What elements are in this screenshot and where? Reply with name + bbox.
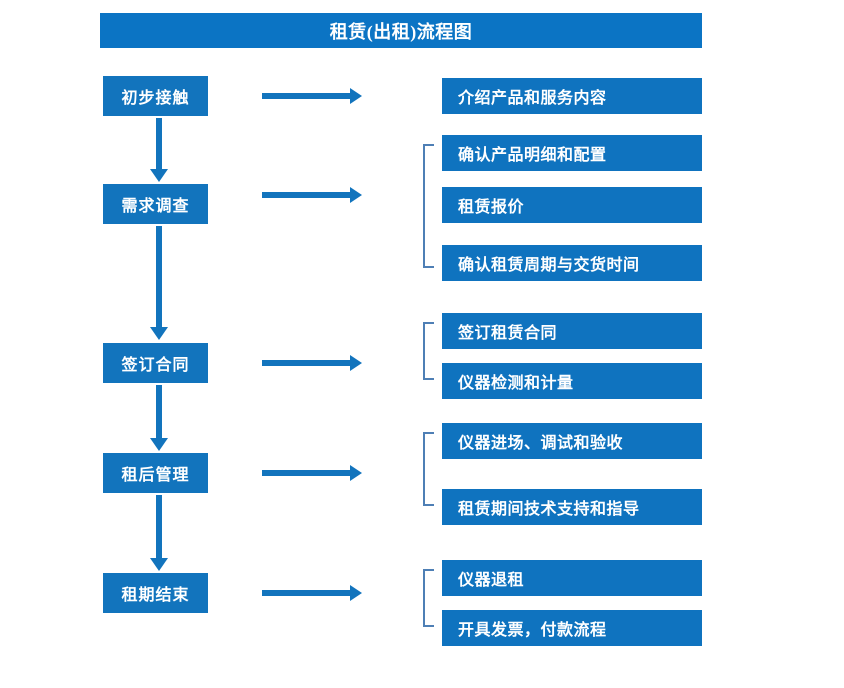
- detail-label: 签订租赁合同: [458, 325, 558, 342]
- flow-arrow-down-2: [150, 226, 168, 340]
- stage-label: 需求调查: [121, 198, 190, 215]
- group-bracket-lease-end: [423, 569, 434, 627]
- group-bracket-post-rental-management: [423, 432, 434, 506]
- arrow-head-icon: [350, 585, 362, 601]
- stage-box-demand-survey[interactable]: 需求调查: [103, 184, 208, 224]
- detail-box-demand-survey-2[interactable]: 租赁报价: [442, 187, 702, 223]
- detail-label: 租赁期间技术支持和指导: [458, 501, 640, 518]
- arrow-head-icon: [350, 465, 362, 481]
- arrow-shaft: [156, 118, 162, 170]
- detail-box-lease-end-1[interactable]: 仪器退租: [442, 560, 702, 596]
- arrow-shaft: [156, 385, 162, 439]
- flow-arrow-down-4: [150, 495, 168, 571]
- detail-label: 仪器退租: [458, 572, 525, 589]
- stage-label: 签订合同: [121, 357, 190, 374]
- stage-box-lease-end[interactable]: 租期结束: [103, 573, 208, 613]
- arrow-head-icon: [150, 169, 168, 182]
- detail-box-sign-contract-2[interactable]: 仪器检测和计量: [442, 363, 702, 399]
- detail-label: 确认租赁周期与交货时间: [458, 257, 640, 274]
- flow-arrow-right-lease-end: [262, 584, 362, 602]
- arrow-head-icon: [150, 438, 168, 451]
- arrow-shaft: [262, 192, 351, 198]
- arrow-shaft: [156, 495, 162, 559]
- arrow-head-icon: [150, 327, 168, 340]
- arrow-head-icon: [350, 88, 362, 104]
- arrow-shaft: [262, 590, 351, 596]
- group-bracket-demand-survey: [423, 144, 434, 268]
- stage-label: 租后管理: [121, 467, 190, 484]
- detail-label: 仪器进场、调试和验收: [458, 435, 624, 452]
- detail-label: 介绍产品和服务内容: [458, 90, 607, 107]
- arrow-shaft: [262, 360, 351, 366]
- stage-box-post-rental-management[interactable]: 租后管理: [103, 453, 208, 493]
- arrow-shaft: [262, 93, 351, 99]
- detail-box-lease-end-2[interactable]: 开具发票，付款流程: [442, 610, 702, 646]
- flow-arrow-right-post-rental-management: [262, 464, 362, 482]
- stage-label: 租期结束: [121, 587, 190, 604]
- detail-box-sign-contract-1[interactable]: 签订租赁合同: [442, 313, 702, 349]
- stage-box-sign-contract[interactable]: 签订合同: [103, 343, 208, 383]
- detail-label: 租赁报价: [458, 199, 525, 216]
- stage-box-initial-contact[interactable]: 初步接触: [103, 76, 208, 116]
- page-title: 租赁(出租)流程图: [100, 13, 702, 48]
- flow-arrow-right-sign-contract: [262, 354, 362, 372]
- detail-box-post-rental-management-2[interactable]: 租赁期间技术支持和指导: [442, 489, 702, 525]
- arrow-head-icon: [350, 355, 362, 371]
- detail-box-demand-survey-3[interactable]: 确认租赁周期与交货时间: [442, 245, 702, 281]
- arrow-shaft: [156, 226, 162, 328]
- arrow-head-icon: [150, 558, 168, 571]
- flow-arrow-right-demand-survey: [262, 186, 362, 204]
- arrow-shaft: [262, 470, 351, 476]
- arrow-head-icon: [350, 187, 362, 203]
- detail-label: 确认产品明细和配置: [458, 147, 607, 164]
- group-bracket-sign-contract: [423, 322, 434, 380]
- detail-box-demand-survey-1[interactable]: 确认产品明细和配置: [442, 135, 702, 171]
- detail-box-post-rental-management-1[interactable]: 仪器进场、调试和验收: [442, 423, 702, 459]
- detail-box-initial-contact-1[interactable]: 介绍产品和服务内容: [442, 78, 702, 114]
- flow-arrow-right-initial-contact: [262, 87, 362, 105]
- detail-label: 仪器检测和计量: [458, 375, 574, 392]
- flow-arrow-down-3: [150, 385, 168, 451]
- flow-arrow-down-1: [150, 118, 168, 182]
- detail-label: 开具发票，付款流程: [458, 622, 607, 639]
- stage-label: 初步接触: [121, 90, 190, 107]
